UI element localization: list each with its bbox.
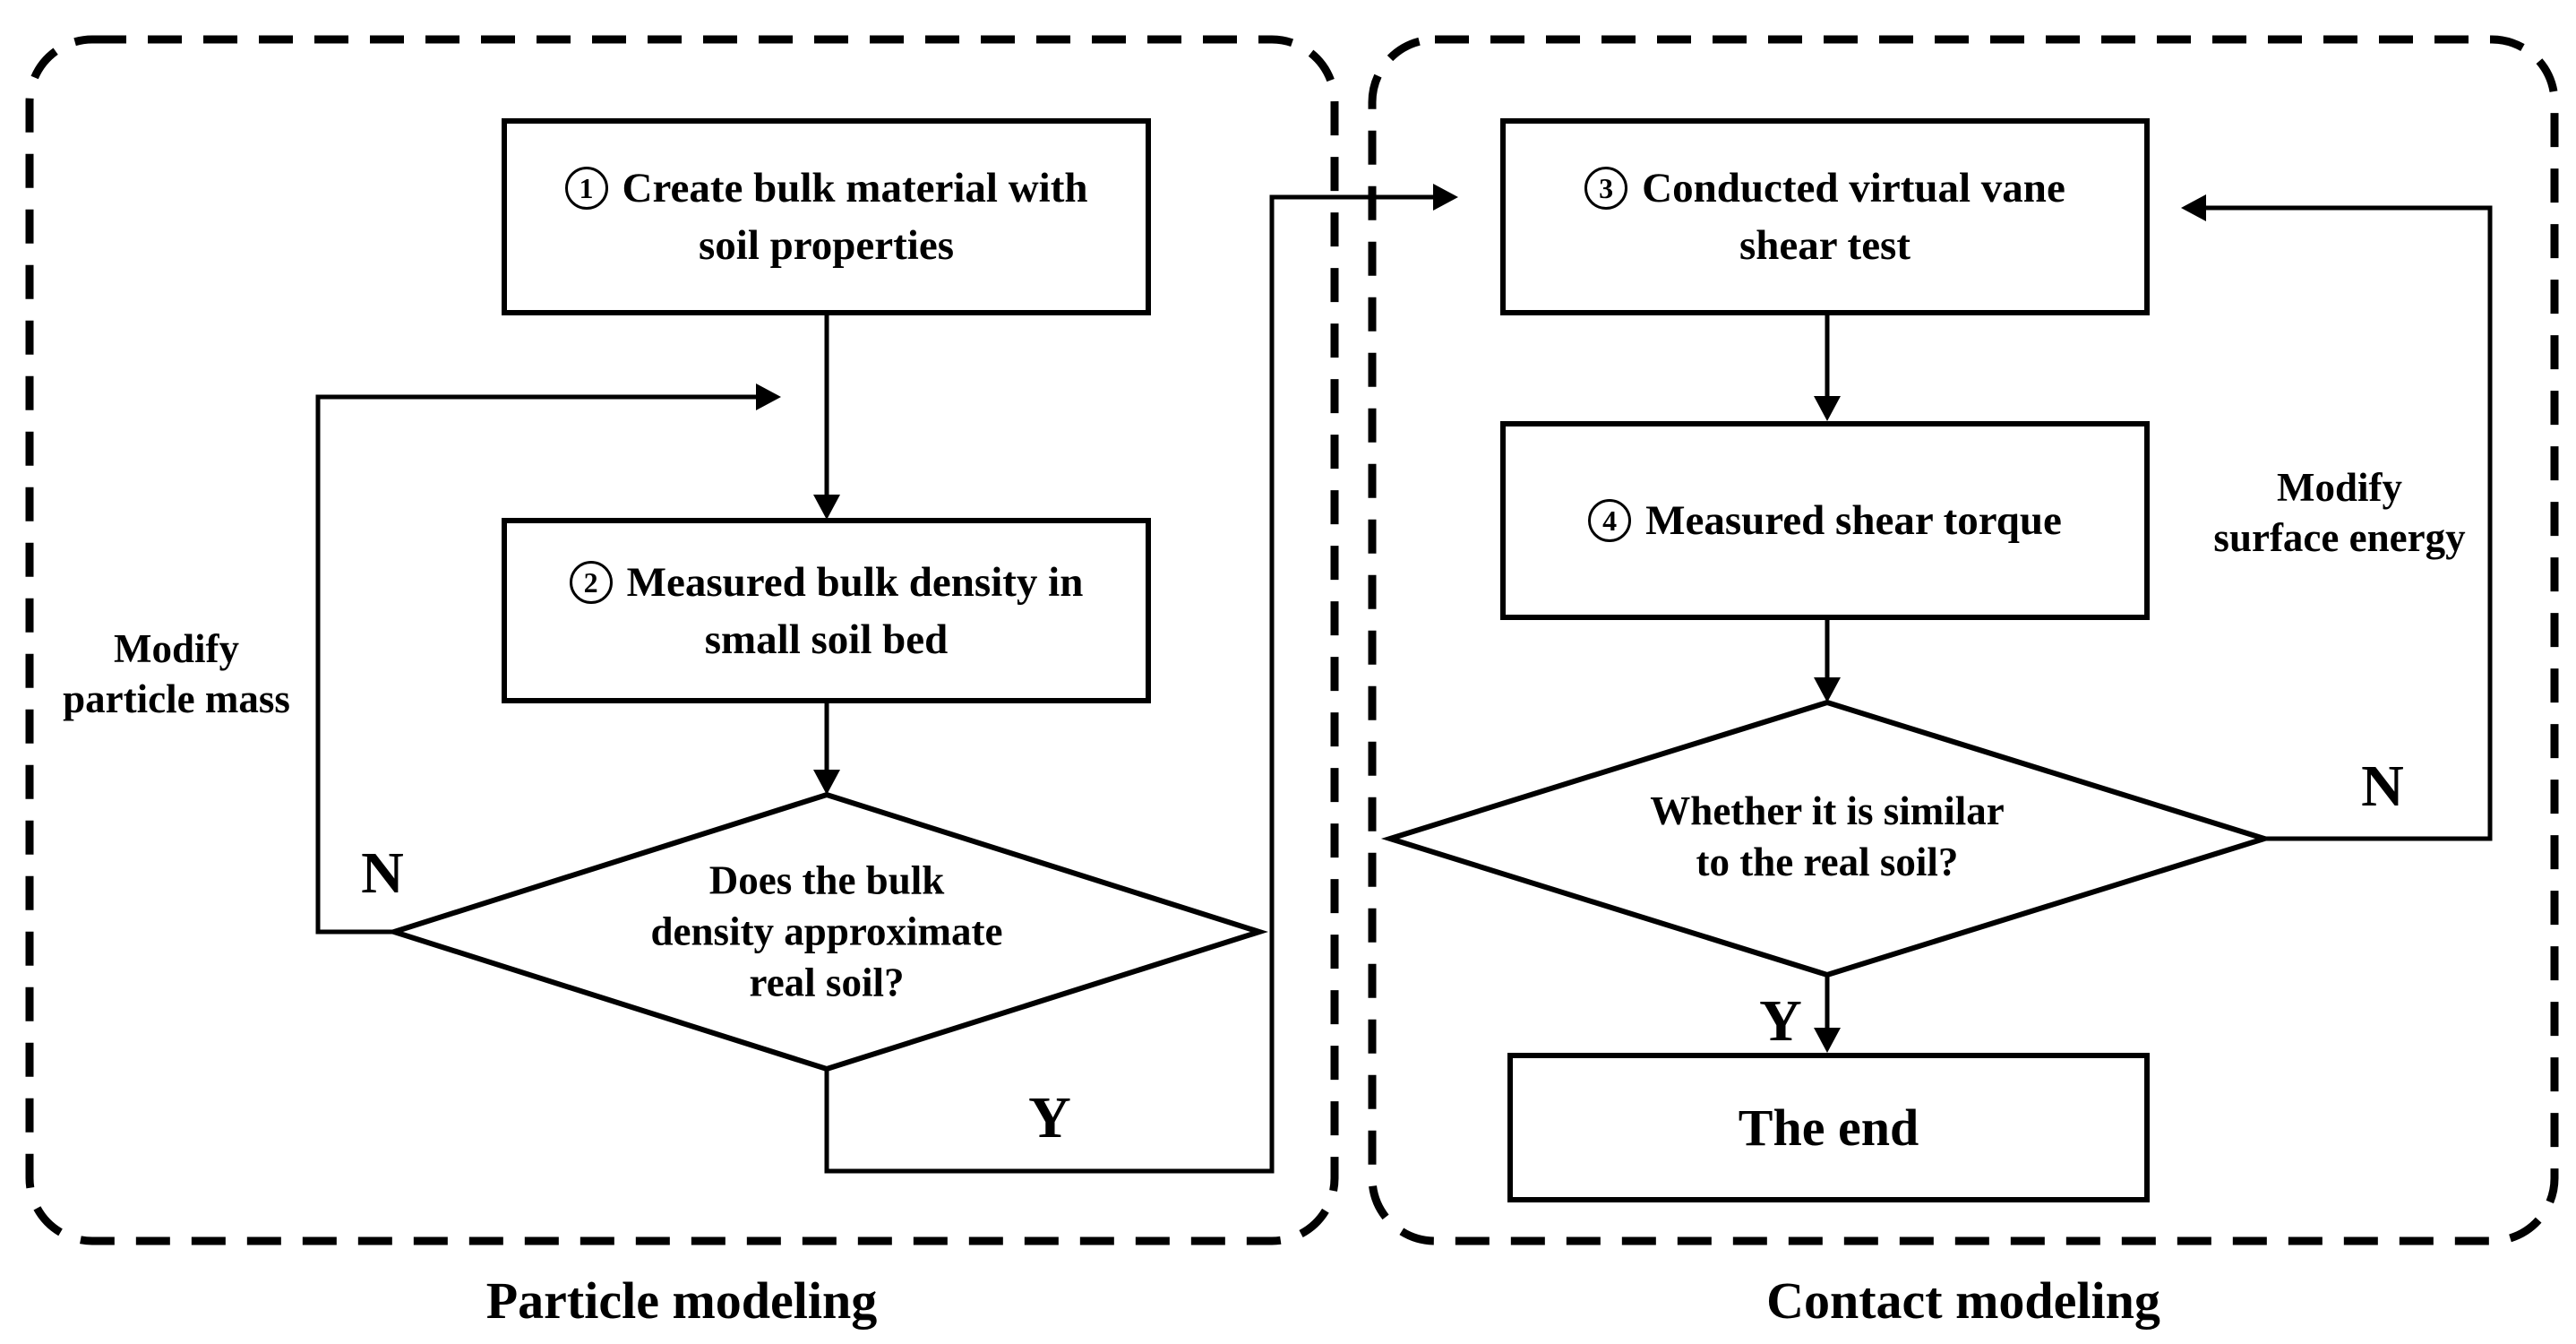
left-decision-text: Does the bulk density approximate real s… bbox=[651, 856, 1003, 1009]
step3-box: 3 Conducted virtual vane shear test bbox=[1500, 118, 2150, 315]
right-no-feedback-line bbox=[2206, 205, 2493, 841]
contact-modeling-title: Contact modeling bbox=[1766, 1271, 2160, 1330]
circled-number-2: 2 bbox=[569, 560, 613, 604]
circled-number-4: 4 bbox=[1588, 499, 1632, 542]
left-yes-branch-line bbox=[824, 194, 1433, 1174]
end-box-label: The end bbox=[1738, 1098, 1919, 1157]
step3-text-line1: Conducted virtual vane bbox=[1642, 165, 2065, 211]
step4-text-line1: Measured shear torque bbox=[1645, 497, 2062, 544]
modify-particle-mass-line2: particle mass bbox=[63, 676, 290, 721]
modify-particle-mass-label: Modify particle mass bbox=[63, 624, 290, 724]
left-decision-line1: Does the bulk bbox=[708, 857, 945, 903]
modify-surface-energy-label: Modify surface energy bbox=[2213, 462, 2465, 563]
circled-number-1: 1 bbox=[564, 167, 608, 210]
modify-surface-energy-line1: Modify bbox=[2276, 465, 2402, 510]
step3-text-line2: shear test bbox=[1739, 222, 1911, 269]
modify-particle-mass-line1: Modify bbox=[113, 626, 239, 671]
step1-box: 1 Create bulk material with soil propert… bbox=[502, 118, 1151, 315]
left-yes-label: Y bbox=[1028, 1085, 1071, 1150]
step2-text-line2: small soil bed bbox=[704, 616, 949, 663]
end-box: The end bbox=[1507, 1053, 2150, 1202]
right-decision-line1: Whether it is similar bbox=[1650, 788, 2005, 833]
particle-modeling-title: Particle modeling bbox=[485, 1271, 878, 1330]
step1-text-line2: soil properties bbox=[698, 222, 955, 269]
arrowhead-step4-decision bbox=[1814, 677, 1841, 702]
step2-box: 2 Measured bulk density in small soil be… bbox=[502, 518, 1151, 703]
arrowhead-right-no-feedback bbox=[2181, 194, 2206, 221]
arrowhead-into-step3 bbox=[1433, 184, 1458, 211]
left-no-label: N bbox=[361, 840, 404, 906]
arrowhead-step1-step2 bbox=[813, 495, 840, 520]
arrowhead-step2-decision bbox=[813, 770, 840, 795]
right-no-label: N bbox=[2361, 754, 2404, 819]
right-yes-label: Y bbox=[1759, 988, 1802, 1054]
left-decision-line2: density approximate bbox=[650, 909, 1003, 954]
arrowhead-left-no-feedback bbox=[756, 383, 781, 410]
circled-number-3: 3 bbox=[1584, 167, 1628, 210]
arrowhead-step3-step4 bbox=[1814, 396, 1841, 421]
left-decision-line3: real soil? bbox=[749, 960, 905, 1005]
step1-text-line1: Create bulk material with bbox=[622, 165, 1088, 211]
step2-text-line1: Measured bulk density in bbox=[626, 558, 1084, 606]
contact-modeling-panel-border bbox=[1368, 35, 2559, 1245]
left-no-feedback-line bbox=[315, 394, 756, 935]
arrowhead-into-end bbox=[1814, 1028, 1841, 1053]
right-decision-text: Whether it is similar to the real soil? bbox=[1650, 786, 2004, 888]
step4-box: 4 Measured shear torque bbox=[1500, 421, 2150, 620]
right-decision-line2: to the real soil? bbox=[1696, 840, 1959, 884]
modify-surface-energy-line2: surface energy bbox=[2213, 515, 2466, 560]
